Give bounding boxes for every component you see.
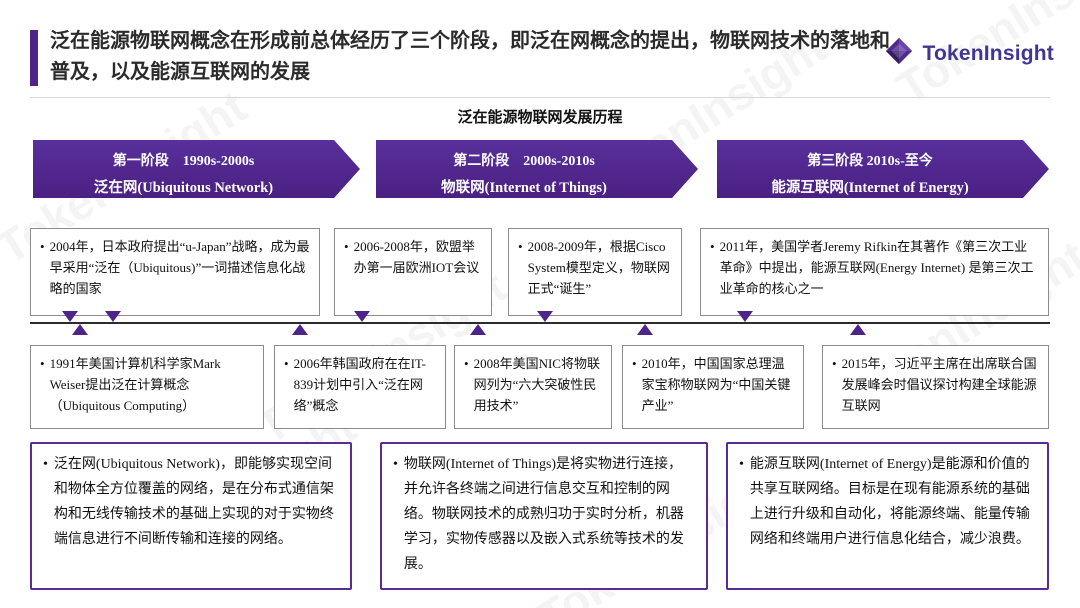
bullet: • [464, 356, 469, 371]
timeline-marker-up [470, 324, 486, 335]
page-title: 泛在能源物联网概念在形成前总体经历了三个阶段，即泛在网概念的提出，物联网技术的落… [50, 30, 890, 83]
timeline-event-box: • 2015年，习近平主席在出席联合国发展峰会时倡议探讨构建全球能源互联网 [822, 345, 1049, 429]
stage-arrow-3: 第三阶段 2010s-至今 能源互联网(Internet of Energy) [717, 140, 1049, 198]
description-text: 物联网(Internet of Things)是将实物进行连接，并允许各终端之间… [403, 457, 684, 572]
timeline-marker-up [637, 324, 653, 335]
diagram-title: 泛在能源物联网发展历程 [457, 110, 623, 126]
stage-1-name: 泛在网(Ubiquitous Network) [93, 180, 274, 196]
timeline-line [30, 322, 1050, 324]
event-text: 2008年美国NIC将物联网列为“六大突破性民用技术” [473, 356, 600, 414]
bullet: • [40, 356, 45, 371]
bullet: • [40, 239, 45, 254]
timeline-marker-up [72, 324, 88, 335]
timeline-marker-down [105, 311, 121, 322]
timeline-marker-up [292, 324, 308, 335]
timeline-event-box: • 2006-2008年，欧盟举办第一届欧洲IOT会议 [334, 228, 492, 316]
timeline-event-box: • 2008-2009年，根据Cisco System模型定义，物联网正式“诞生… [508, 228, 682, 316]
event-text: 2006年韩国政府在在IT-839计划中引入“泛在网络”概念 [293, 356, 426, 414]
timeline-marker-down [737, 311, 753, 322]
timeline-marker-up [850, 324, 866, 335]
stage-2-period: 第二阶段 2000s-2010s [453, 154, 595, 169]
description-text: 泛在网(Ubiquitous Network)，即能够实现空间和物体全方位覆盖的… [53, 457, 334, 547]
timeline-event-box: • 2004年，日本政府提出“u-Japan”战略，成为最早采用“泛在（Ubiq… [30, 228, 320, 316]
timeline-event-box: • 2010年，中国国家总理温家宝称物联网为“中国关键产业” [622, 345, 804, 429]
timeline-event-box: • 2008年美国NIC将物联网列为“六大突破性民用技术” [454, 345, 612, 429]
bullet: • [518, 239, 523, 254]
timeline-marker-down [354, 311, 370, 322]
bullet: • [632, 356, 637, 371]
bullet: • [739, 457, 744, 472]
description-box-ubiquitous-network: • 泛在网(Ubiquitous Network)，即能够实现空间和物体全方位覆… [30, 442, 352, 590]
title-accent-bar [30, 30, 38, 86]
bullet: • [832, 356, 837, 371]
description-box-internet-of-energy: • 能源互联网(Internet of Energy)是能源和价值的共享互联网络… [726, 442, 1049, 590]
stage-arrow-1: 第一阶段 1990s-2000s 泛在网(Ubiquitous Network) [33, 140, 360, 198]
event-text: 2006-2008年，欧盟举办第一届欧洲IOT会议 [353, 239, 480, 276]
event-text: 2008-2009年，根据Cisco System模型定义，物联网正式“诞生” [527, 239, 670, 297]
bullet: • [43, 457, 48, 472]
brand-logo: TokenInsight [884, 36, 1054, 71]
event-text: 2015年，习近平主席在出席联合国发展峰会时倡议探讨构建全球能源互联网 [841, 356, 1037, 414]
stage-3-name: 能源互联网(Internet of Energy) [771, 180, 969, 196]
stage-arrow-2: 第二阶段 2000s-2010s 物联网(Internet of Things) [376, 140, 698, 198]
description-text: 能源互联网(Internet of Energy)是能源和价值的共享互联网络。目… [749, 457, 1030, 547]
event-text: 2011年，美国学者Jeremy Rifkin在其著作《第三次工业革命》中提出，… [719, 239, 1034, 297]
header-divider [30, 97, 1050, 98]
timeline-event-box: • 2011年，美国学者Jeremy Rifkin在其著作《第三次工业革命》中提… [700, 228, 1049, 316]
event-text: 2004年，日本政府提出“u-Japan”战略，成为最早采用“泛在（Ubiqui… [49, 239, 310, 297]
event-text: 2010年，中国国家总理温家宝称物联网为“中国关键产业” [641, 356, 791, 414]
bullet: • [710, 239, 715, 254]
description-box-internet-of-things: • 物联网(Internet of Things)是将实物进行连接，并允许各终端… [380, 442, 708, 590]
timeline-marker-down [62, 311, 78, 322]
timeline-marker-down [537, 311, 553, 322]
stage-1-period: 第一阶段 1990s-2000s [112, 154, 255, 169]
bullet: • [344, 239, 349, 254]
brand-logo-text: TokenInsight [922, 41, 1054, 65]
stage-2-name: 物联网(Internet of Things) [441, 180, 607, 196]
tokeninsight-diamond-icon [884, 36, 914, 71]
timeline-event-box: • 2006年韩国政府在在IT-839计划中引入“泛在网络”概念 [274, 345, 446, 429]
bullet: • [284, 356, 289, 371]
event-text: 1991年美国计算机科学家Mark Weiser提出泛在计算概念（Ubiquit… [49, 356, 221, 414]
timeline-event-box: • 1991年美国计算机科学家Mark Weiser提出泛在计算概念（Ubiqu… [30, 345, 264, 429]
bullet: • [393, 457, 398, 472]
stage-3-period: 第三阶段 2010s-至今 [807, 154, 933, 169]
